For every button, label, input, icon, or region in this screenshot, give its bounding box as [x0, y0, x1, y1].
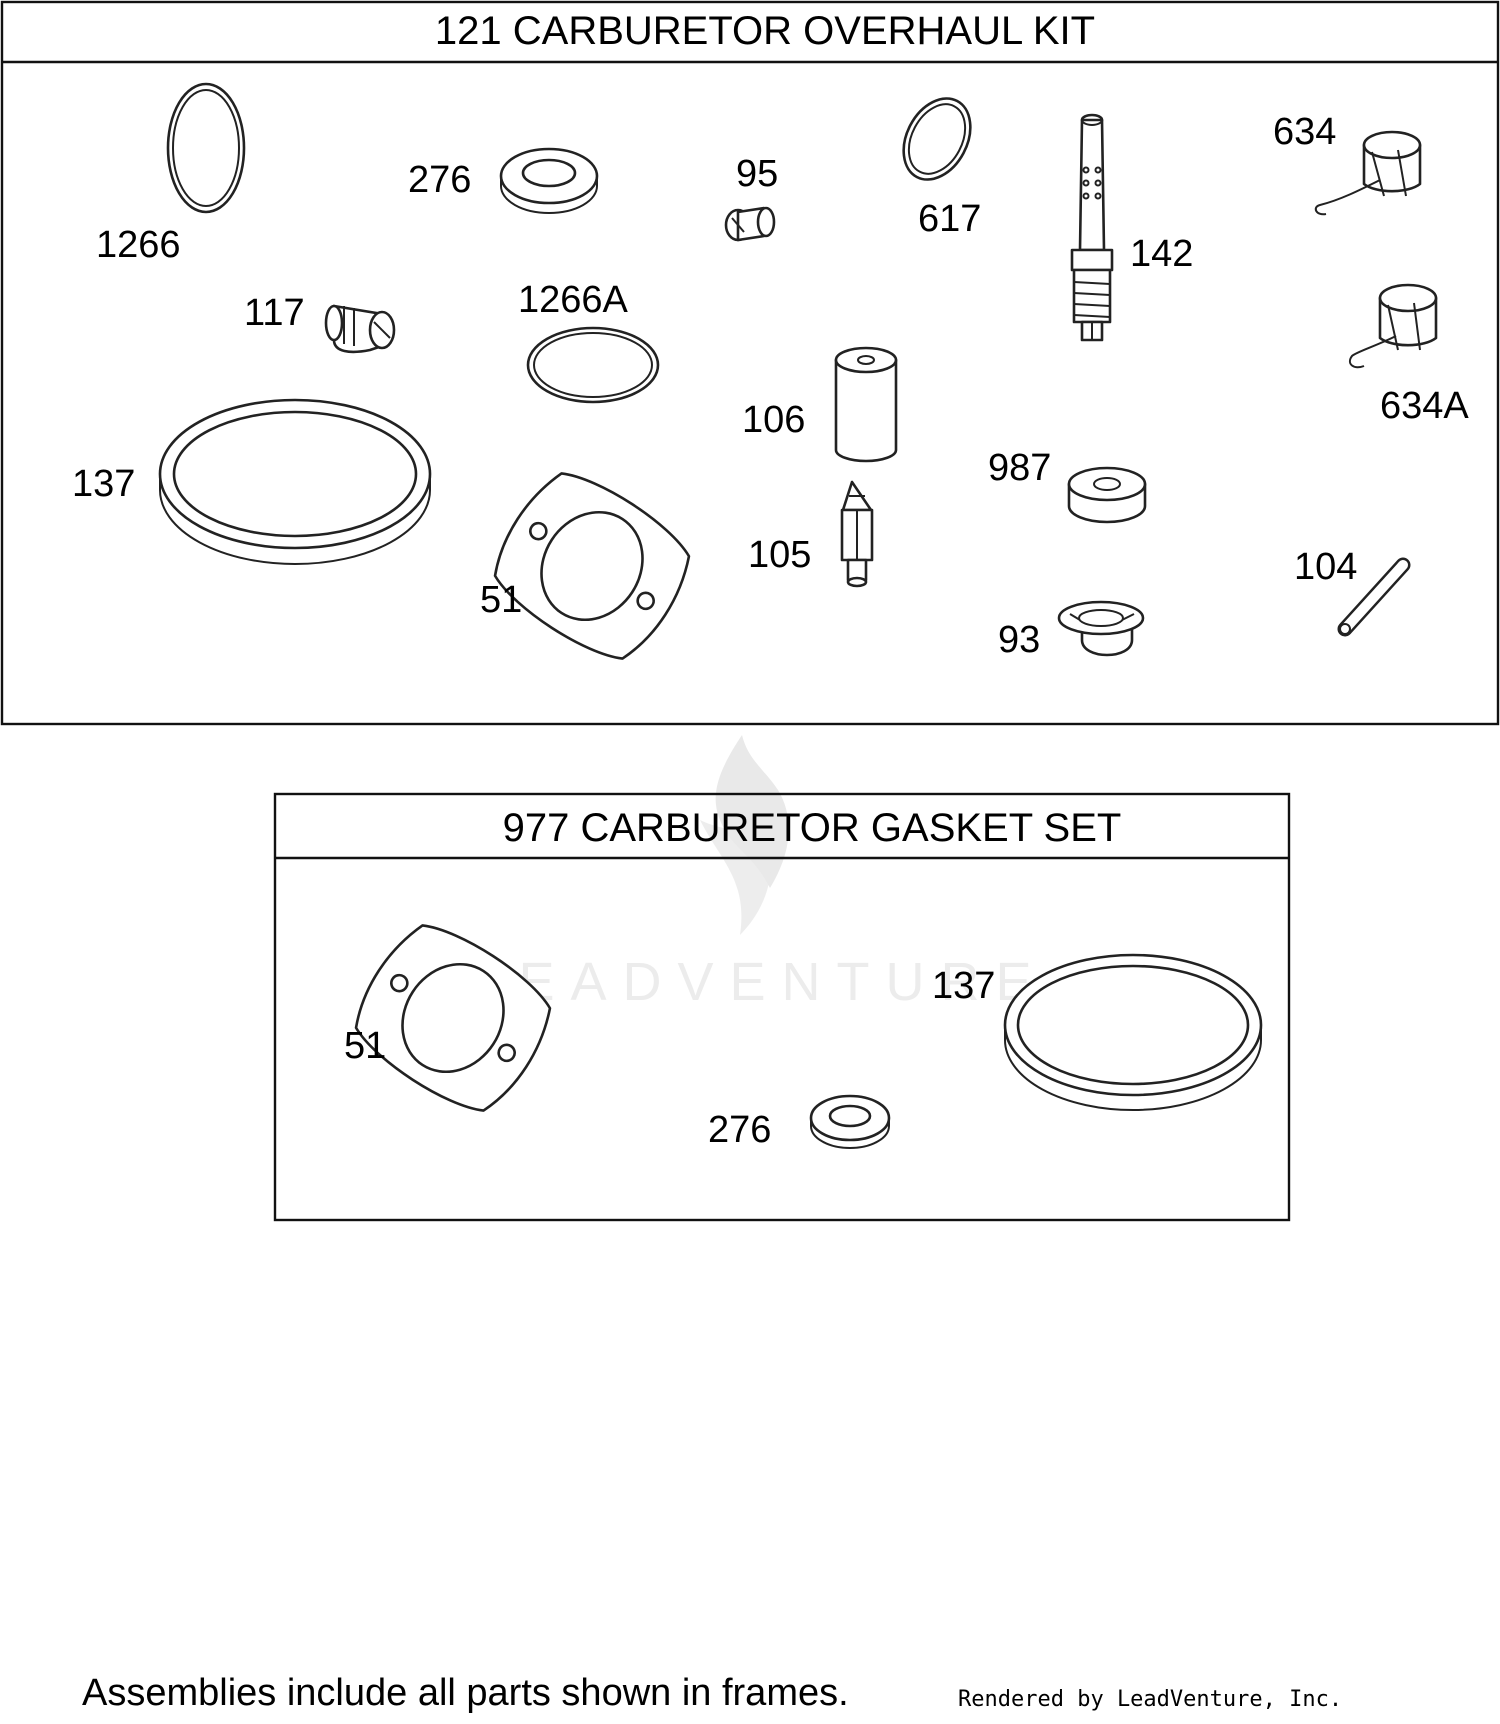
part-276-washer-set[interactable] — [809, 1094, 891, 1149]
callout-51-set: 51 — [344, 1025, 386, 1067]
callout-104: 104 — [1294, 546, 1357, 588]
part-51-gasket-set[interactable] — [339, 908, 567, 1128]
callout-137: 137 — [72, 463, 135, 505]
callout-137-set: 137 — [932, 965, 995, 1007]
part-106-float[interactable] — [834, 346, 898, 463]
callout-1266: 1266 — [96, 224, 181, 266]
callout-105: 105 — [748, 534, 811, 576]
gasket-set-frame: 977 CARBURETOR GASKET SET — [273, 792, 1291, 1222]
callout-117: 117 — [244, 292, 305, 334]
part-142-emulsion-tube[interactable] — [1070, 113, 1114, 342]
part-137-gasket-set[interactable] — [1003, 953, 1263, 1111]
callout-987: 987 — [988, 447, 1051, 489]
footer-credit: Rendered by LeadVenture, Inc. — [958, 1687, 1342, 1712]
callout-634: 634 — [1273, 111, 1336, 153]
part-93-seal[interactable] — [1057, 600, 1145, 657]
overhaul-kit-frame: 121 CARBURETOR OVERHAUL KIT — [0, 0, 1500, 726]
part-276-washer[interactable] — [499, 147, 599, 214]
part-617-o-ring[interactable] — [890, 87, 983, 191]
callout-142: 142 — [1130, 233, 1193, 275]
callout-106: 106 — [742, 399, 805, 441]
gasket-set-title: 977 CARBURETOR GASKET SET — [503, 806, 1122, 850]
part-1266a-o-ring[interactable] — [526, 326, 660, 404]
callout-276-set: 276 — [708, 1109, 771, 1151]
callout-617: 617 — [918, 198, 981, 240]
part-1266-o-ring[interactable] — [166, 82, 246, 214]
callout-1266a: 1266A — [518, 279, 629, 321]
callout-276: 276 — [408, 159, 471, 201]
part-51-gasket[interactable] — [478, 456, 706, 676]
watermark-text: LEADVENTURE — [472, 952, 1047, 1012]
callout-93: 93 — [998, 619, 1040, 661]
watermark: LEADVENTURE — [472, 735, 1047, 1012]
callout-51: 51 — [480, 579, 522, 621]
part-105-needle-valve[interactable] — [840, 480, 874, 588]
part-104-pin[interactable] — [1337, 557, 1411, 637]
part-117-jet[interactable] — [324, 304, 396, 354]
part-634-spring[interactable] — [1314, 130, 1422, 216]
part-95-screw[interactable] — [724, 206, 776, 242]
part-987-bushing[interactable] — [1067, 466, 1147, 524]
callout-634a: 634A — [1380, 385, 1469, 427]
overhaul-kit-title: 121 CARBURETOR OVERHAUL KIT — [435, 9, 1095, 53]
part-634a-spring[interactable] — [1348, 283, 1438, 369]
callout-95: 95 — [736, 153, 778, 195]
footer-note: Assemblies include all parts shown in fr… — [82, 1672, 849, 1714]
part-137-gasket[interactable] — [158, 398, 432, 565]
